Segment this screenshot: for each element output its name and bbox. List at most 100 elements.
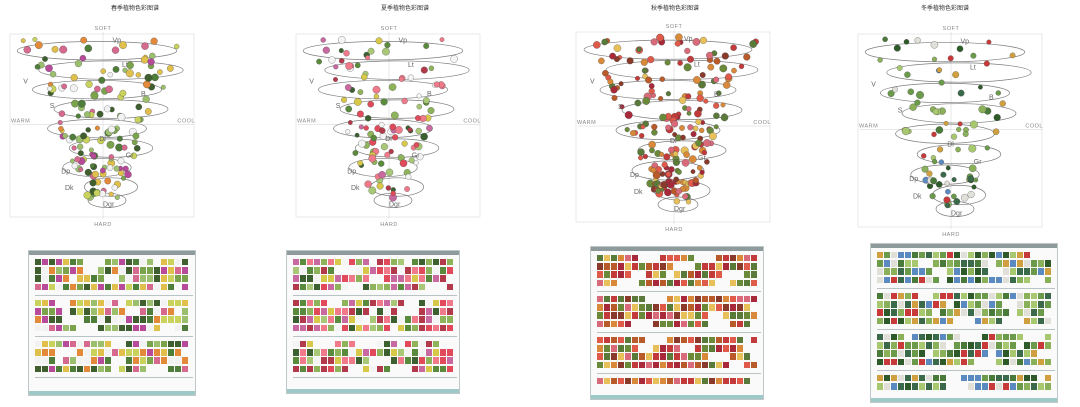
plant-dot [77, 99, 86, 108]
swatch [947, 350, 954, 357]
plant-dot [98, 76, 106, 84]
plant-dot [420, 66, 428, 74]
swatch [681, 378, 688, 385]
swatch [1003, 268, 1010, 275]
swatch [328, 283, 335, 290]
plant-dot [944, 202, 951, 209]
swatch [730, 353, 737, 360]
swatch [695, 279, 702, 286]
table-footer-bar [591, 395, 763, 399]
swatch [646, 304, 653, 311]
swatch [447, 283, 454, 290]
swatch [1017, 358, 1024, 365]
plant-dot [106, 164, 114, 171]
swatch [611, 304, 618, 311]
swatch [639, 296, 646, 303]
swatch [912, 252, 919, 259]
plant-dot [90, 91, 99, 100]
swatch [1010, 260, 1017, 267]
swatch [335, 349, 342, 356]
swatch [328, 365, 335, 372]
zone-label: Gr [974, 159, 982, 166]
plant-dot [143, 80, 151, 89]
plant-dot [656, 33, 664, 42]
swatch [56, 308, 63, 315]
swatch [35, 267, 42, 274]
plant-dot [94, 85, 101, 93]
plant-dot [679, 96, 687, 104]
swatch [154, 308, 161, 315]
plant-dot [70, 74, 78, 82]
plant-dot [388, 83, 397, 91]
swatch [646, 378, 653, 385]
swatch [335, 365, 342, 372]
swatch [363, 324, 370, 331]
plant-dot [671, 120, 679, 128]
plant-dot [685, 199, 692, 205]
swatch [989, 309, 996, 316]
swatch [307, 341, 314, 348]
plant-dot [652, 171, 661, 180]
swatch [632, 304, 639, 311]
zone-label: B [427, 91, 432, 98]
swatch [105, 316, 112, 323]
swatch [105, 365, 112, 372]
swatch [363, 357, 370, 364]
swatch [989, 293, 996, 300]
swatch [716, 263, 723, 270]
swatch [147, 308, 154, 315]
plant-dot [338, 58, 345, 64]
swatch [604, 337, 611, 344]
swatch [597, 312, 604, 319]
swatch [688, 320, 695, 327]
swatch [147, 275, 154, 282]
swatch [1024, 383, 1031, 390]
swatch [597, 361, 604, 368]
swatch [77, 341, 84, 348]
swatch [349, 308, 356, 315]
swatch [989, 276, 996, 283]
swatch [412, 283, 419, 290]
plant-dot [338, 36, 346, 44]
swatch [737, 320, 744, 327]
swatch [356, 267, 363, 274]
swatch [611, 353, 618, 360]
zone-loop [916, 144, 1002, 165]
swatch [604, 304, 611, 311]
plant-dot [385, 185, 392, 191]
plant-dot [685, 106, 692, 112]
swatch [35, 316, 42, 323]
swatch [42, 341, 49, 348]
plant-dot [651, 129, 658, 136]
plant-dot [69, 84, 78, 93]
swatch [1003, 276, 1010, 283]
plant-dot [376, 182, 384, 190]
swatch [891, 260, 898, 267]
swatch [1024, 260, 1031, 267]
swatch [70, 259, 77, 266]
swatch [681, 312, 688, 319]
swatch [168, 308, 175, 315]
swatch [730, 279, 737, 286]
swatch [419, 308, 426, 315]
swatch [905, 350, 912, 357]
swatch [877, 301, 884, 308]
zone-label: Dl [947, 142, 954, 149]
plant-dot [624, 111, 633, 119]
swatch [440, 267, 447, 274]
swatch [1017, 375, 1024, 382]
swatch [412, 275, 419, 282]
plant-dot [704, 159, 710, 165]
swatch [56, 283, 63, 290]
plant-dot [629, 130, 637, 137]
swatch [140, 357, 147, 364]
swatch [898, 260, 905, 267]
plant-dot [731, 67, 737, 74]
swatch [751, 312, 758, 319]
swatch [674, 345, 681, 352]
plant-dot [930, 177, 937, 185]
zone-label: Dl [670, 138, 677, 145]
plant-dot [944, 180, 950, 186]
swatch [625, 263, 632, 270]
